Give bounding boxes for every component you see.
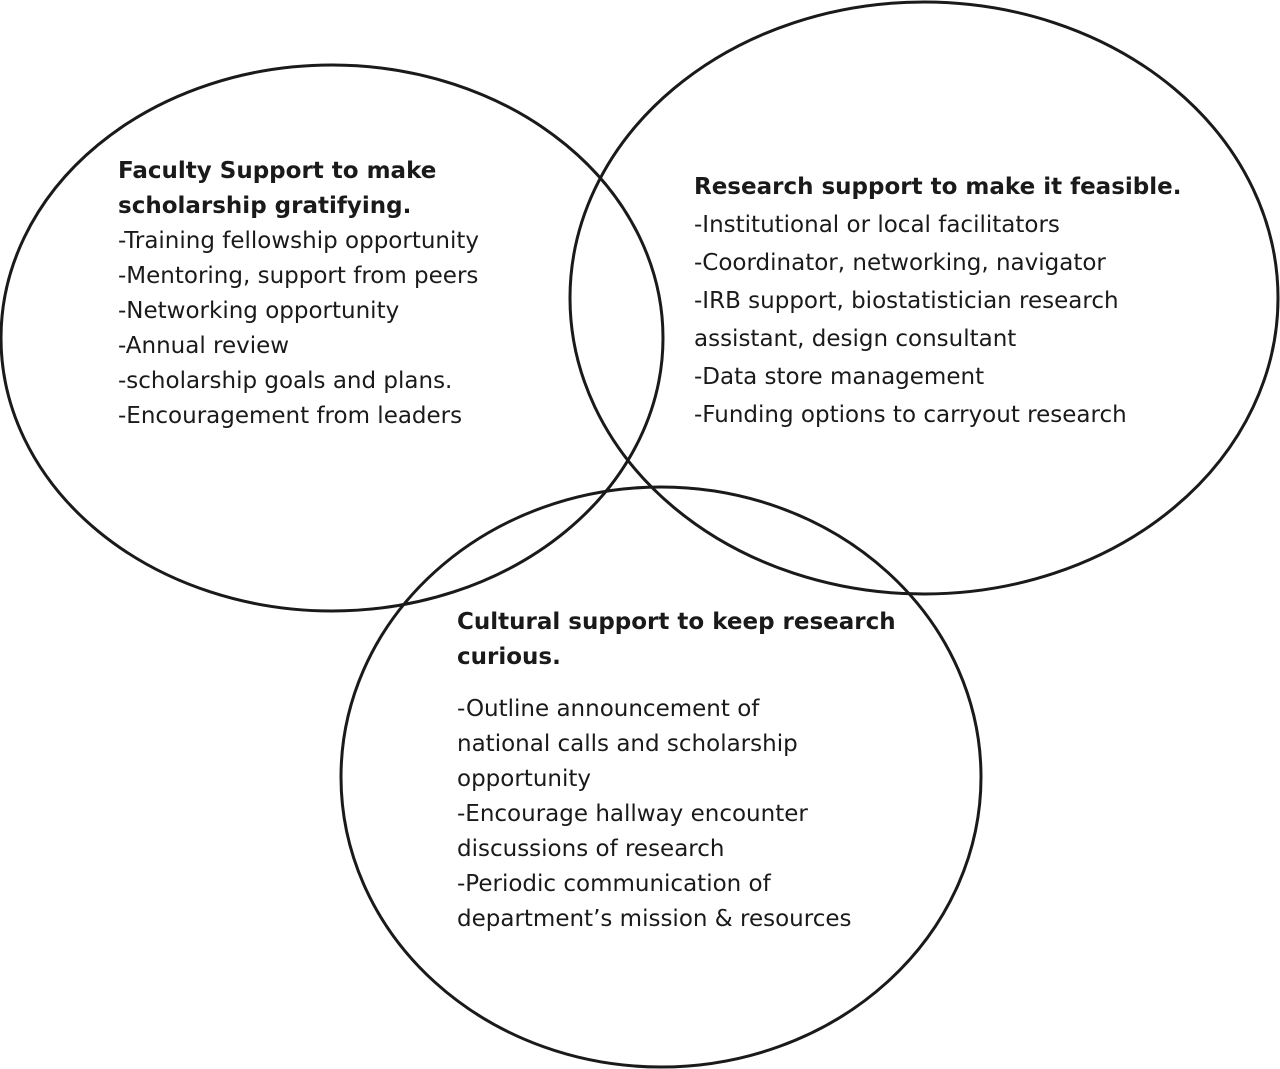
faculty-support-item: -Training fellowship opportunity <box>118 228 480 254</box>
cultural-support-item: national calls and scholarship <box>457 731 798 757</box>
research-support-title: Research support to make it feasible. <box>694 174 1182 200</box>
cultural-support-circle <box>339 485 983 1069</box>
research-support-circle <box>568 0 1280 596</box>
faculty-support-text: Faculty Support to make scholarship grat… <box>118 154 479 434</box>
research-support-item: -IRB support, biostatistician research <box>694 288 1119 314</box>
research-support-item: assistant, design consultant <box>694 326 1017 352</box>
cultural-support-title-line: curious. <box>457 644 561 670</box>
cultural-support-text: Cultural support to keep research curiou… <box>457 605 896 937</box>
faculty-support-item: -Networking opportunity <box>118 298 400 324</box>
faculty-support-circle <box>0 63 665 613</box>
research-support-item: -Funding options to carryout research <box>694 402 1127 428</box>
cultural-support-item: -Outline announcement of <box>457 696 760 722</box>
faculty-support-title-line: Faculty Support to make <box>118 158 437 184</box>
research-support-item: -Coordinator, networking, navigator <box>694 250 1106 276</box>
research-support-text: Research support to make it feasible. -I… <box>694 168 1181 434</box>
cultural-support-item: department’s mission & resources <box>457 906 852 932</box>
cultural-support-item: opportunity <box>457 766 591 792</box>
research-support-item: -Institutional or local facilitators <box>694 212 1060 238</box>
faculty-support-title-line: scholarship gratifying. <box>118 193 412 219</box>
cultural-support-spacer <box>457 675 896 692</box>
faculty-support-item: -Annual review <box>118 333 290 359</box>
research-support-item: -Data store management <box>694 364 985 390</box>
faculty-support-item: -scholarship goals and plans. <box>118 368 453 394</box>
cultural-support-item: discussions of research <box>457 836 725 862</box>
cultural-support-title-line: Cultural support to keep research <box>457 609 896 635</box>
faculty-support-item: -Mentoring, support from peers <box>118 263 479 289</box>
faculty-support-item: -Encouragement from leaders <box>118 403 463 429</box>
cultural-support-item: -Periodic communication of <box>457 871 771 897</box>
cultural-support-item: -Encourage hallway encounter <box>457 801 808 827</box>
